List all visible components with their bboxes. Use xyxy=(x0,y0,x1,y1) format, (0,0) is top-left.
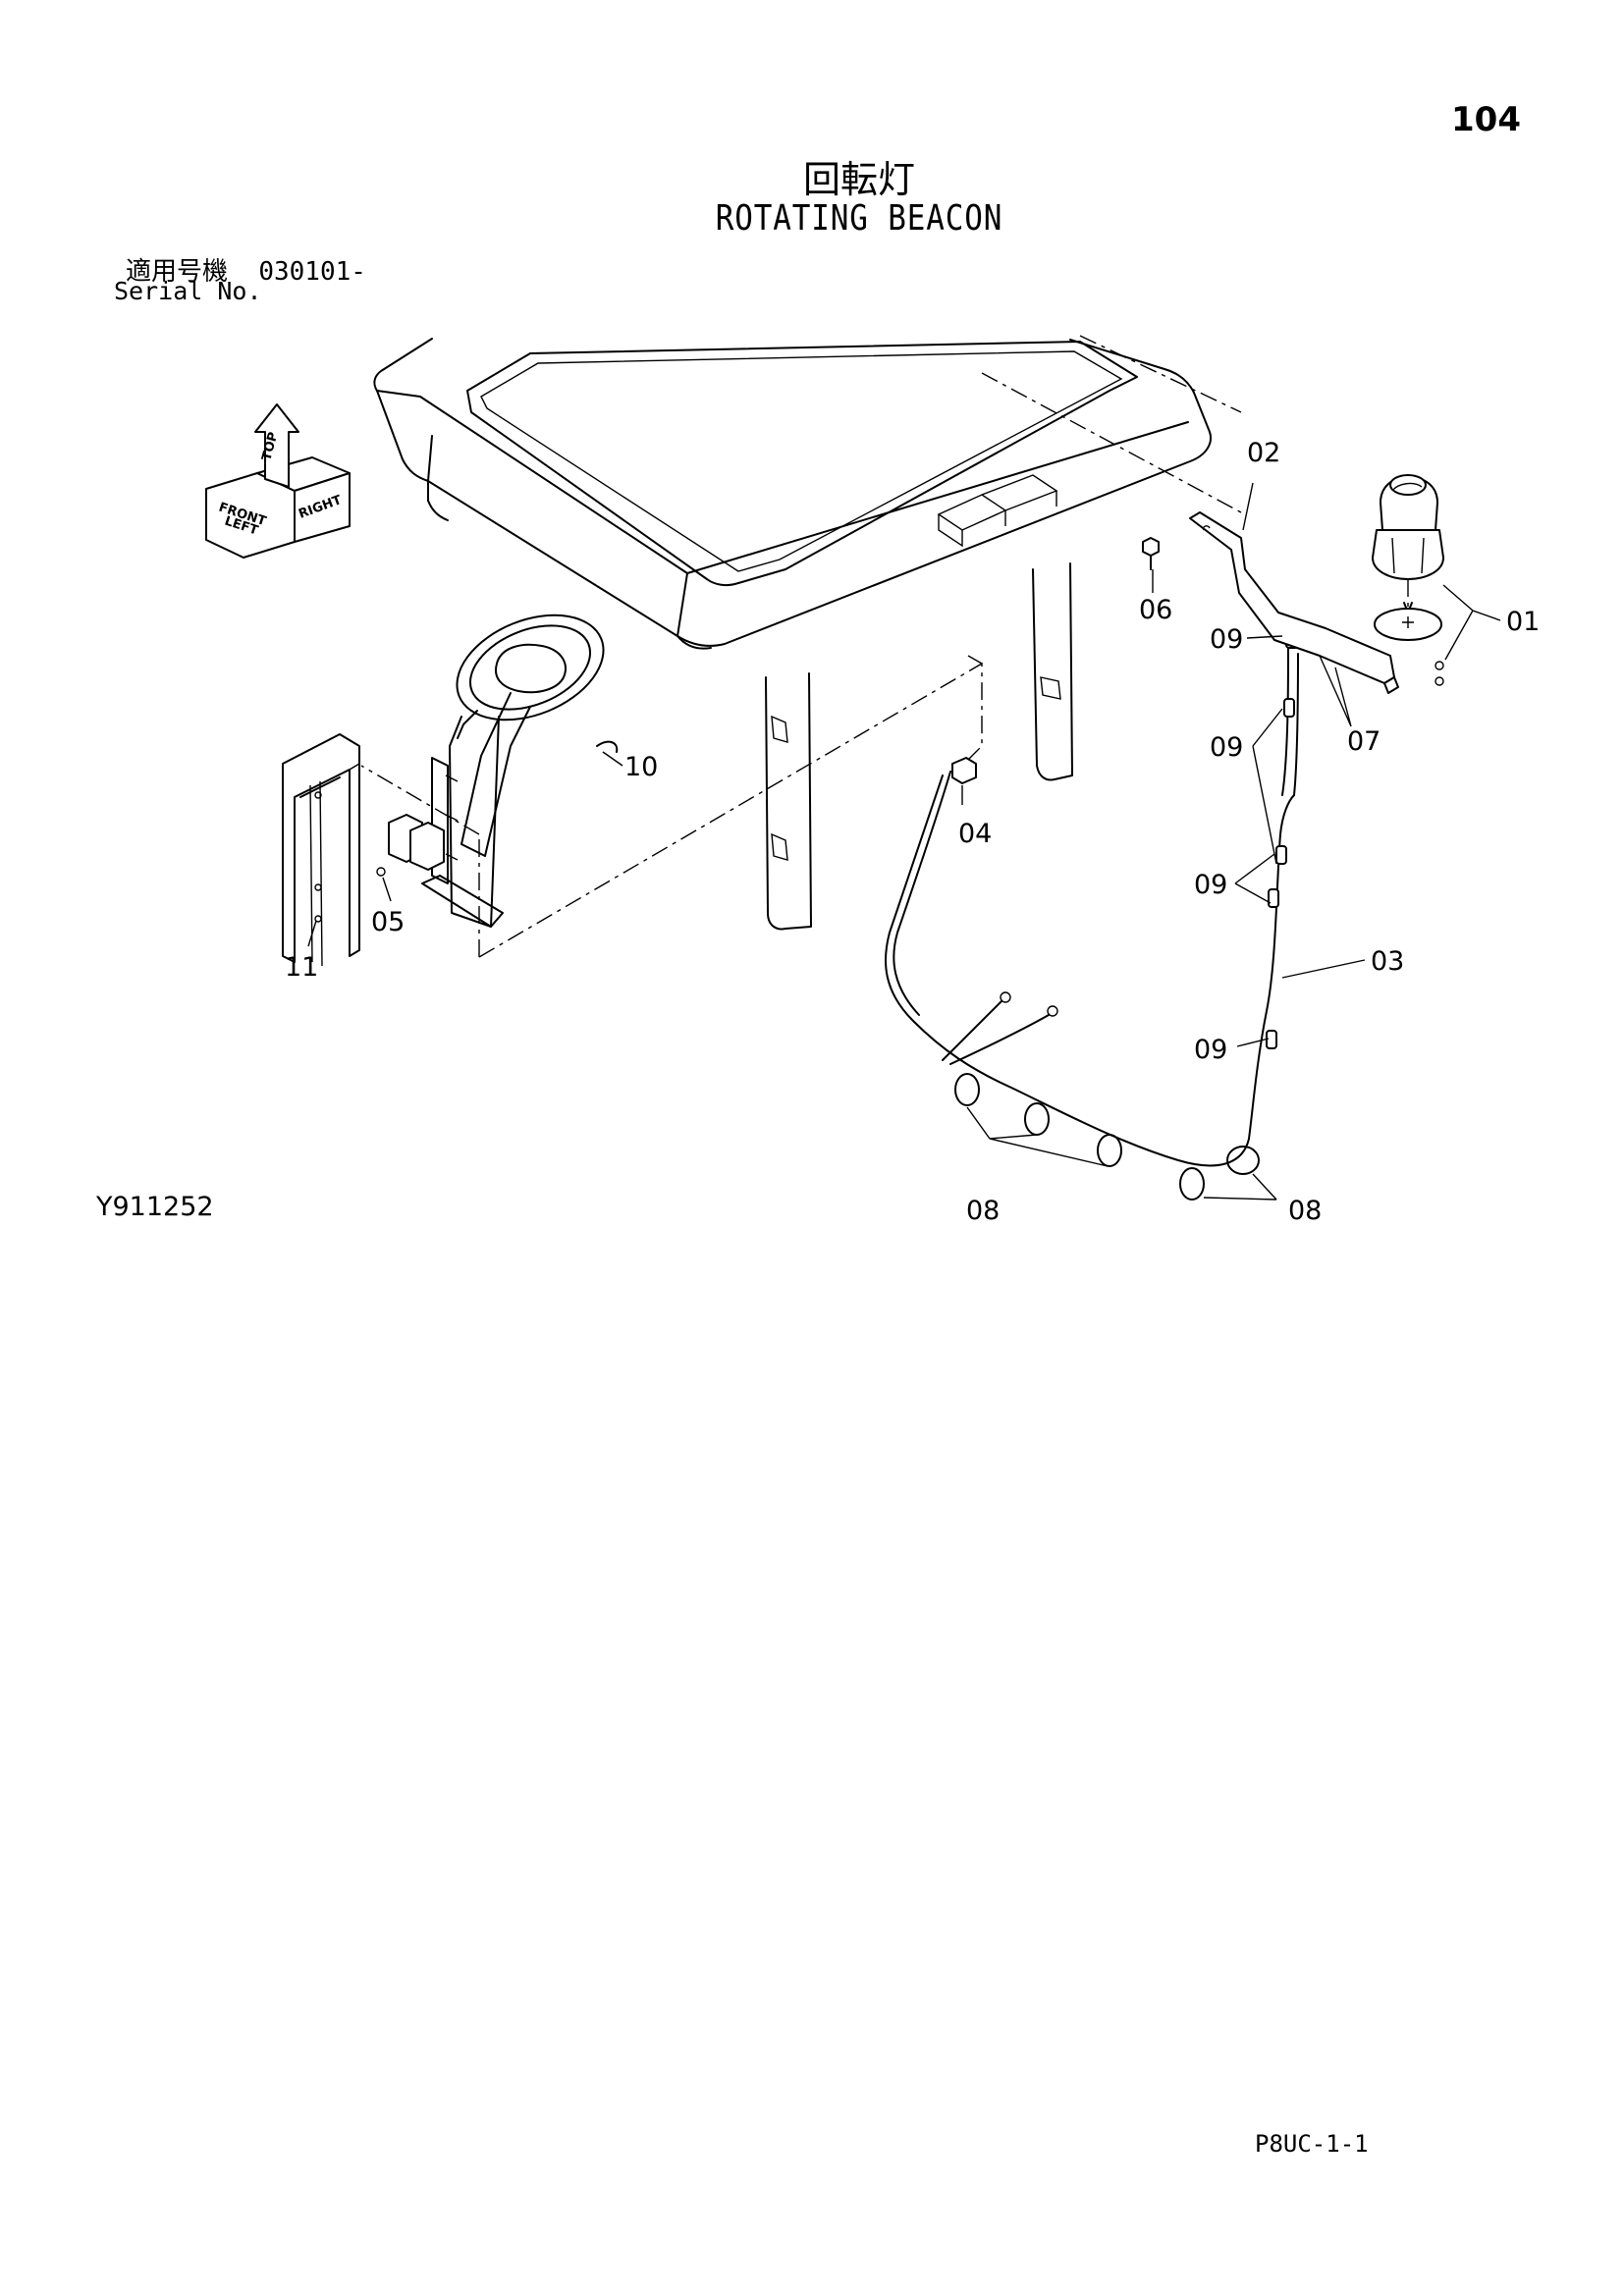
callout-02: 02 xyxy=(1247,438,1280,468)
bracket-02 xyxy=(1189,511,1399,694)
cab-pillar-right xyxy=(1032,562,1073,781)
callout-07: 07 xyxy=(1347,726,1380,757)
wire-harness xyxy=(885,633,1299,1201)
cab-roof xyxy=(373,338,1212,650)
serial-label-english: Serial No. xyxy=(114,277,262,305)
callout-09-top: 09 xyxy=(1210,624,1243,655)
bolt-06 xyxy=(1142,537,1160,570)
callout-10: 10 xyxy=(624,752,658,782)
callout-05: 05 xyxy=(371,907,405,937)
callout-08-right: 08 xyxy=(1288,1196,1322,1226)
cab-pillar-left xyxy=(765,672,812,931)
leader-lines xyxy=(307,482,1501,1201)
callout-01: 01 xyxy=(1506,607,1540,637)
sheet-code: P8UC-1-1 xyxy=(1255,2130,1369,2158)
connector-04 xyxy=(951,757,977,784)
page-title-japanese: 回転灯 xyxy=(802,158,915,201)
cover-panel xyxy=(282,733,360,967)
serial-applicability: 適用号機 030101- xyxy=(126,251,366,288)
floor-outline-dashed xyxy=(360,335,1242,958)
callout-03: 03 xyxy=(1371,946,1404,977)
steering-wheel-assembly xyxy=(421,614,605,928)
relay-units xyxy=(376,814,445,877)
callout-04: 04 xyxy=(958,819,992,849)
callout-06: 06 xyxy=(1139,595,1172,625)
page-title-english: ROTATING BEACON xyxy=(715,198,1003,239)
clip-10-shape xyxy=(596,740,619,753)
rotating-beacon-lamp xyxy=(1372,474,1444,686)
callout-09-middle: 09 xyxy=(1194,870,1227,900)
page-number: 104 xyxy=(1451,100,1521,139)
callout-08-left: 08 xyxy=(966,1196,1000,1226)
callout-09-lower: 09 xyxy=(1194,1035,1227,1065)
callout-09-upper: 09 xyxy=(1210,732,1243,763)
orientation-top-label: TOP xyxy=(259,431,281,462)
orientation-cube-icon: FRONT RIGHT TOP LEFT xyxy=(205,403,351,559)
serial-label-japanese: 適用号機 xyxy=(126,257,229,287)
figure-id: Y911252 xyxy=(96,1192,214,1222)
serial-range: 030101- xyxy=(258,257,366,287)
callout-11: 11 xyxy=(285,952,318,983)
